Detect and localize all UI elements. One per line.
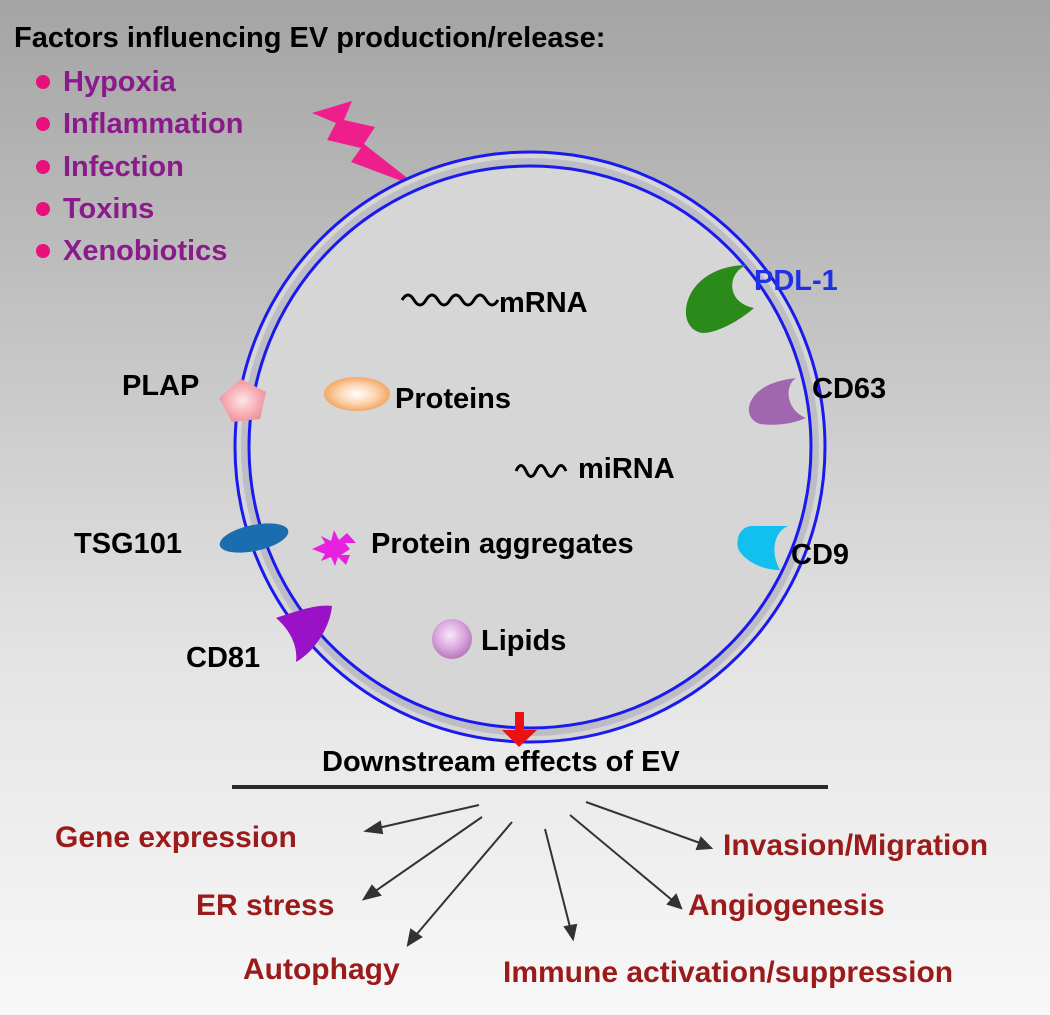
marker-label-cd63: CD63: [812, 373, 887, 405]
marker-label-cd9: CD9: [791, 539, 850, 571]
factor-item: Inflammation: [63, 108, 244, 140]
lightning-icon: [312, 101, 420, 188]
arrow-autophagy: [406, 821, 513, 948]
factor-item: Infection: [63, 151, 184, 183]
red-down-arrow-icon: [502, 712, 537, 747]
factor-item: Toxins: [63, 193, 155, 225]
bullet-icon: [36, 117, 50, 131]
arrow-er-stress: [361, 816, 483, 901]
downstream-title: Downstream effects of EV: [322, 746, 680, 778]
lipid-icon: [432, 619, 472, 659]
cargo-label-mirna: miRNA: [578, 453, 675, 485]
bullet-icon: [36, 160, 50, 174]
arrow-immune: [544, 828, 578, 942]
factor-item: Hypoxia: [63, 66, 176, 98]
cd63-marker-icon: [748, 378, 806, 425]
effect-er-stress: ER stress: [196, 889, 335, 922]
cd81-marker-icon: [276, 605, 332, 662]
cd9-marker-icon: [737, 525, 788, 570]
mirna-icon: [514, 464, 568, 478]
mrna-icon: [400, 293, 500, 307]
bullet-icon: [36, 75, 50, 89]
cargo-label-mrna: mRNA: [499, 287, 588, 319]
plap-marker-icon: [219, 379, 266, 422]
marker-label-cd81: CD81: [186, 642, 261, 674]
cargo-label-protein-aggregates: Protein aggregates: [371, 528, 634, 560]
tsg101-marker-icon: [219, 523, 289, 553]
effect-angiogenesis: Angiogenesis: [688, 889, 885, 922]
effect-gene-expression: Gene expression: [55, 821, 297, 854]
page-title: Factors influencing EV production/releas…: [14, 22, 606, 54]
effect-autophagy: Autophagy: [243, 953, 400, 986]
protein-aggregate-icon: [312, 530, 356, 566]
pdl1-marker-icon: [685, 265, 754, 333]
marker-label-tsg101: TSG101: [74, 528, 182, 560]
arrow-invasion: [585, 801, 714, 851]
bullet-icon: [36, 202, 50, 216]
effect-invasion-migration: Invasion/Migration: [723, 829, 989, 862]
arrow-angiogenesis: [569, 814, 683, 910]
cargo-label-lipids: Lipids: [481, 625, 567, 657]
effect-immune-activation: Immune activation/suppression: [503, 956, 954, 989]
arrow-gene-expression: [363, 804, 480, 835]
marker-label-pdl1: PDL-1: [754, 265, 838, 297]
cargo-label-proteins: Proteins: [395, 383, 512, 415]
marker-label-plap: PLAP: [122, 370, 200, 402]
bullet-icon: [36, 244, 50, 258]
factor-item: Xenobiotics: [63, 235, 228, 267]
protein-icon: [324, 377, 390, 411]
